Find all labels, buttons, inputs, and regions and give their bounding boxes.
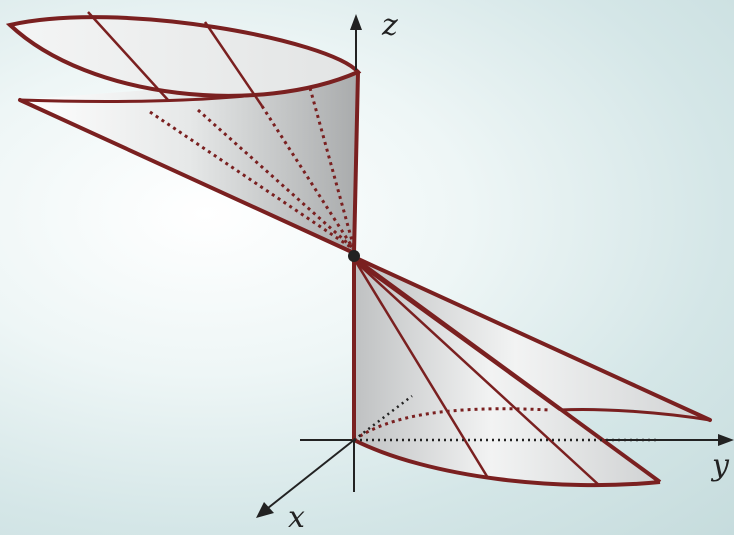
x-axis-arrow-icon xyxy=(256,502,274,518)
z-axis xyxy=(350,14,362,70)
y-axis-arrow-icon xyxy=(718,434,734,446)
upper-cone xyxy=(5,11,362,255)
hidden-axes xyxy=(353,395,660,442)
x-axis-label: x xyxy=(288,500,305,535)
z-axis-label: z xyxy=(382,8,398,43)
z-axis-arrow-icon xyxy=(350,14,362,30)
lower-cone xyxy=(352,256,712,488)
vertex-point xyxy=(348,250,360,262)
upper-generators xyxy=(87,11,356,250)
y-axis-label: y xyxy=(712,448,729,483)
x-axis xyxy=(256,439,355,518)
